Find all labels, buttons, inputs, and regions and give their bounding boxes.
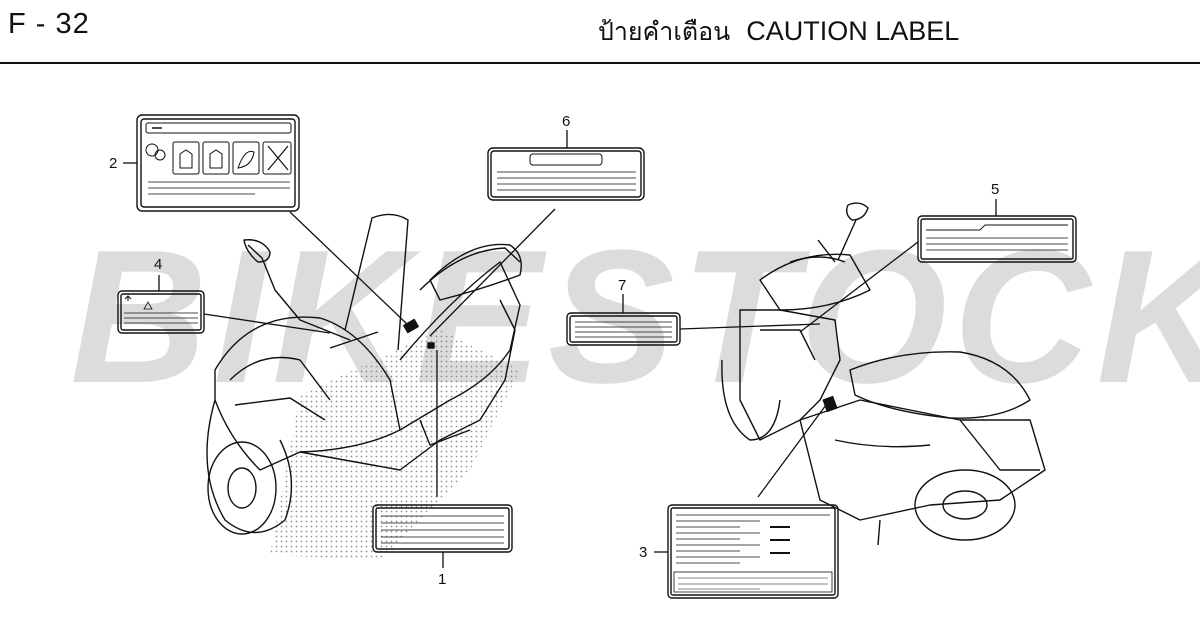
caution-label-7	[566, 312, 681, 346]
caution-label-6	[487, 147, 645, 201]
scooter-right	[721, 202, 1046, 546]
page-title-thai: ป้ายคำเตือน	[598, 17, 731, 46]
callout-5: 5	[991, 181, 999, 198]
scooter-left	[206, 213, 522, 560]
callout-1: 1	[438, 571, 446, 588]
callout-7: 7	[618, 277, 626, 294]
callout-3: 3	[639, 544, 647, 561]
callout-2: 2	[109, 155, 117, 172]
leader-lines	[123, 130, 997, 568]
callout-4: 4	[154, 256, 162, 273]
caution-label-2	[136, 114, 300, 212]
page-title: ป้ายคำเตือน CAUTION LABEL	[598, 12, 959, 52]
caution-label-4	[117, 290, 205, 334]
header-divider	[0, 62, 1200, 64]
caution-label-5	[917, 215, 1077, 263]
callout-6: 6	[562, 113, 570, 130]
page-title-english: CAUTION LABEL	[746, 16, 960, 46]
caution-label-3	[667, 504, 839, 599]
page-code: F - 32	[8, 8, 90, 40]
callout-numbers: 2 4 6 7 5 1 3	[109, 113, 999, 588]
